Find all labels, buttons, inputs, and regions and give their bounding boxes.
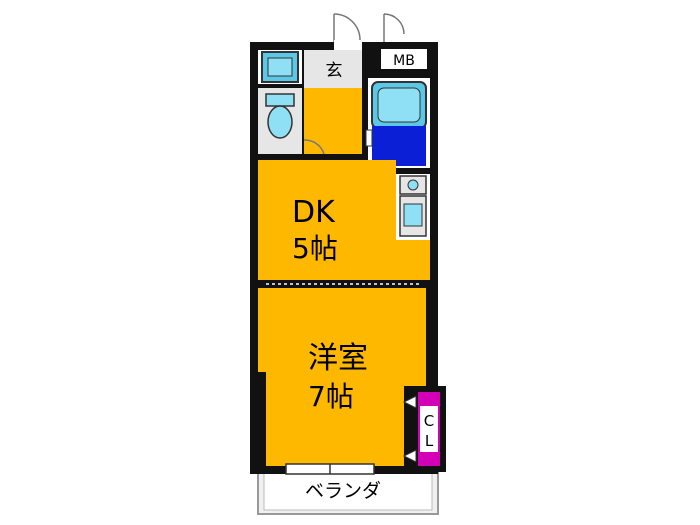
toilet-door (303, 139, 325, 155)
stove-icon (399, 175, 427, 195)
closet-door-markers (402, 395, 417, 463)
meter-box (379, 47, 429, 71)
western-room-name: 洋室 (308, 341, 368, 376)
meter-box-label: MB (393, 53, 415, 69)
sink-icon (399, 195, 427, 237)
toilet-icon (265, 93, 295, 139)
western-room-notch (258, 288, 266, 372)
western-room-size: 7帖 (308, 380, 354, 413)
bathtub-inner (377, 87, 421, 123)
closet-label-l: L (425, 432, 434, 450)
washbasin-bowl (267, 57, 293, 77)
balcony-label: ベランダ (305, 480, 381, 502)
entrance-floor (304, 50, 362, 88)
entrance-label: 玄 (326, 61, 343, 81)
balcony-window (285, 463, 375, 475)
dk-size: 5帖 (292, 232, 338, 265)
western-room (266, 288, 426, 466)
entry-door-gap (334, 40, 362, 50)
bath-step (365, 129, 373, 147)
dk-name: DK (292, 195, 336, 230)
closet-label-bg (420, 406, 438, 452)
entry-door (333, 13, 405, 42)
dk-room-lower (258, 240, 430, 280)
sliding-partition (258, 280, 430, 288)
bath-floor (372, 126, 426, 166)
closet-label-c: C (424, 412, 434, 430)
